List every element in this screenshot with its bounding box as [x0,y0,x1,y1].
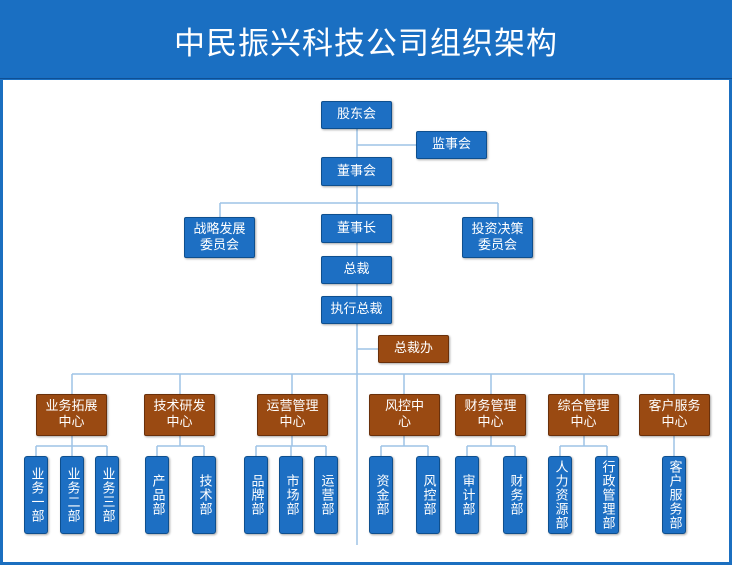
dept-label: 客户服务部 [666,460,682,530]
executive-president-node: 执行总裁 [321,296,392,324]
dept-node: 业务三部 [95,456,119,534]
dept-label: 业务三部 [99,467,115,523]
page-title: 中民振兴科技公司组织架构 [174,26,558,62]
dept-label: 技术部 [196,474,212,516]
dept-label: 行政管理部 [599,460,615,530]
dept-node: 业务二部 [60,456,84,534]
center-risk-control: 风控中心 [369,394,440,436]
dept-node: 资金部 [369,456,393,534]
dept-node: 人力资源部 [548,456,572,534]
center-finance: 财务管理中心 [455,394,526,436]
center-tech-rnd: 技术研发中心 [144,394,215,436]
center-customer-service: 客户服务中心 [639,394,710,436]
dept-label: 审计部 [459,474,475,516]
dept-node: 财务部 [503,456,527,534]
header-bar: 中民振兴科技公司组织架构 [0,0,732,79]
dept-node: 市场部 [279,456,303,534]
dept-node: 品牌部 [244,456,268,534]
center-operations: 运营管理中心 [257,394,328,436]
dept-label: 业务一部 [28,467,44,523]
chairman-node: 董事长 [321,214,392,243]
strategy-committee-node: 战略发展委员会 [184,217,255,258]
dept-label: 市场部 [283,474,299,516]
shareholders-node: 股东会 [321,101,392,129]
dept-node: 业务一部 [24,456,48,534]
board-node: 董事会 [321,157,392,186]
center-business-expansion: 业务拓展中心 [36,394,107,436]
dept-node: 风控部 [416,456,440,534]
dept-node: 客户服务部 [662,456,686,534]
president-node: 总裁 [321,256,392,284]
supervisors-node: 监事会 [416,131,487,159]
dept-label: 业务二部 [64,467,80,523]
dept-label: 财务部 [507,474,523,516]
dept-label: 产品部 [149,474,165,516]
dept-node: 运营部 [314,456,338,534]
dept-node: 产品部 [145,456,169,534]
dept-label: 人力资源部 [552,460,568,530]
dept-label: 品牌部 [248,474,264,516]
dept-node: 技术部 [192,456,216,534]
dept-node: 行政管理部 [595,456,619,534]
center-general-admin: 综合管理中心 [548,394,619,436]
dept-node: 审计部 [455,456,479,534]
dept-label: 资金部 [373,474,389,516]
dept-label: 风控部 [420,474,436,516]
dept-label: 运营部 [318,474,334,516]
president-office-node: 总裁办 [378,335,449,363]
investment-committee-node: 投资决策委员会 [462,217,533,258]
